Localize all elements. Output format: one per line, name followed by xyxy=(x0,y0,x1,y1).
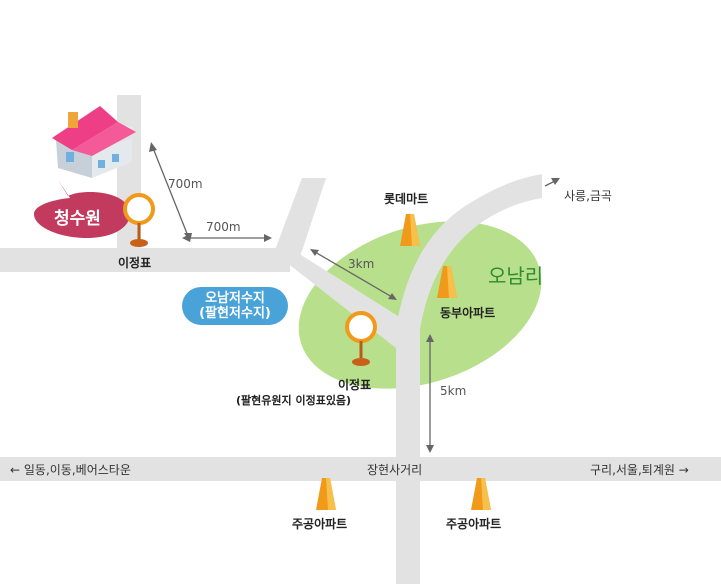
house-icon xyxy=(52,106,136,178)
left-road-horizontal xyxy=(0,248,290,272)
onamri-label: 오남리 xyxy=(488,264,544,288)
ijeongpyo-label-2: 이정표 xyxy=(338,378,372,392)
onam-reservoir-line1: 오남저수지 xyxy=(205,291,265,306)
lotte-mart-label: 롯데마트 xyxy=(384,192,429,206)
distance-700m-vertical: 700m xyxy=(168,177,203,191)
dongbu-apt-label: 동부아파트 xyxy=(440,306,496,320)
signpost-marker-1 xyxy=(123,193,155,247)
curved-road-ne xyxy=(396,174,542,330)
distance-arrows xyxy=(149,142,560,453)
signpost-marker-2 xyxy=(345,311,377,366)
onam-reservoir-line2: (팔현저수지) xyxy=(199,306,271,321)
onam-reservoir-text: 오남저수지 (팔현저수지) xyxy=(182,291,288,321)
building-marker-dongbu-apt xyxy=(437,266,457,298)
main-road-horizontal xyxy=(0,457,721,481)
building-marker-jugong-2 xyxy=(471,478,491,510)
ijeongpyo-label-1: 이정표 xyxy=(118,256,152,270)
janghyeon-intersection-label: 장현사거리 xyxy=(367,463,423,477)
distance-700m-horizontal: 700m xyxy=(206,220,241,234)
diagonal-road xyxy=(268,248,420,348)
jugong-apt-label-2: 주공아파트 xyxy=(446,517,502,531)
building-marker-lotte-mart xyxy=(400,214,420,246)
sareung-geumgok-label: 사릉,금곡 xyxy=(564,189,612,203)
ildong-direction-label: ← 일동,이동,베어스타운 xyxy=(10,463,131,477)
distance-5km: 5km xyxy=(440,384,467,398)
upper-branch-road xyxy=(275,178,326,260)
jugong-apt-label-1: 주공아파트 xyxy=(292,517,348,531)
onam-reservoir-pill xyxy=(182,287,288,325)
road-network xyxy=(0,95,721,584)
cheongsuwon-bubble xyxy=(34,180,130,238)
guri-direction-label: 구리,서울,퇴계원 → xyxy=(590,463,689,477)
main-road-vertical xyxy=(396,320,420,584)
palhyeon-note-label: (팔현유원지 이정표있음) xyxy=(236,394,352,407)
cheongsuwon-label: 청수원 xyxy=(54,209,101,229)
building-marker-jugong-1 xyxy=(316,478,336,510)
distance-3km: 3km xyxy=(348,257,375,271)
house-road-vertical xyxy=(117,95,141,265)
